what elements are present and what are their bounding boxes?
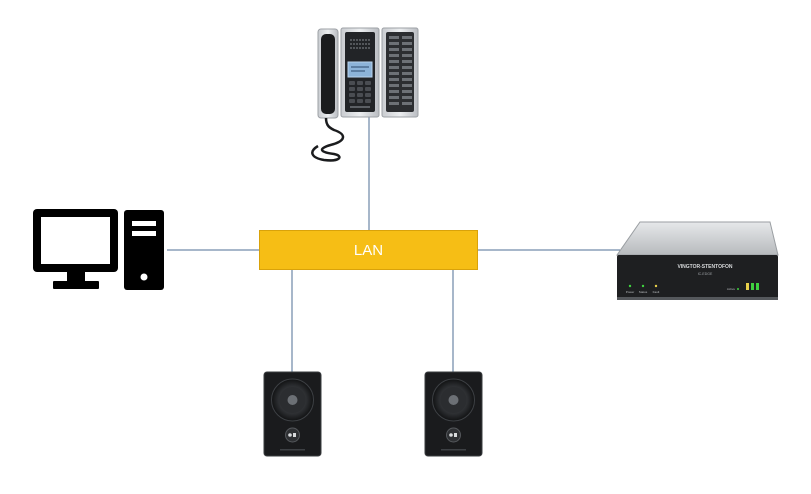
intercom-master-station-icon: [311, 27, 419, 162]
lan-label: LAN: [353, 241, 384, 259]
server-model-label: IC-EDGE: [698, 272, 713, 276]
intercom-speaker-panel-icon: [424, 371, 483, 457]
connection-lines: [167, 117, 620, 372]
server-brand-label: VINGTOR-STENTOFON: [677, 264, 732, 270]
intercom-server-icon: VINGTOR-STENTOFON IC-EDGE Power Status F…: [616, 221, 779, 300]
led-label-status: Status: [639, 290, 648, 294]
lan-switch-box: LAN: [259, 230, 478, 270]
network-label: Active: [727, 287, 736, 291]
led-label-fault: Fault: [653, 290, 660, 294]
intercom-speaker-panel-icon: [263, 371, 322, 457]
status-led: [641, 284, 645, 288]
led-label-power: Power: [626, 290, 635, 294]
desktop-computer-icon: [33, 209, 164, 290]
power-led: [628, 284, 632, 288]
fault-led: [654, 284, 658, 288]
network-led: [737, 288, 739, 290]
